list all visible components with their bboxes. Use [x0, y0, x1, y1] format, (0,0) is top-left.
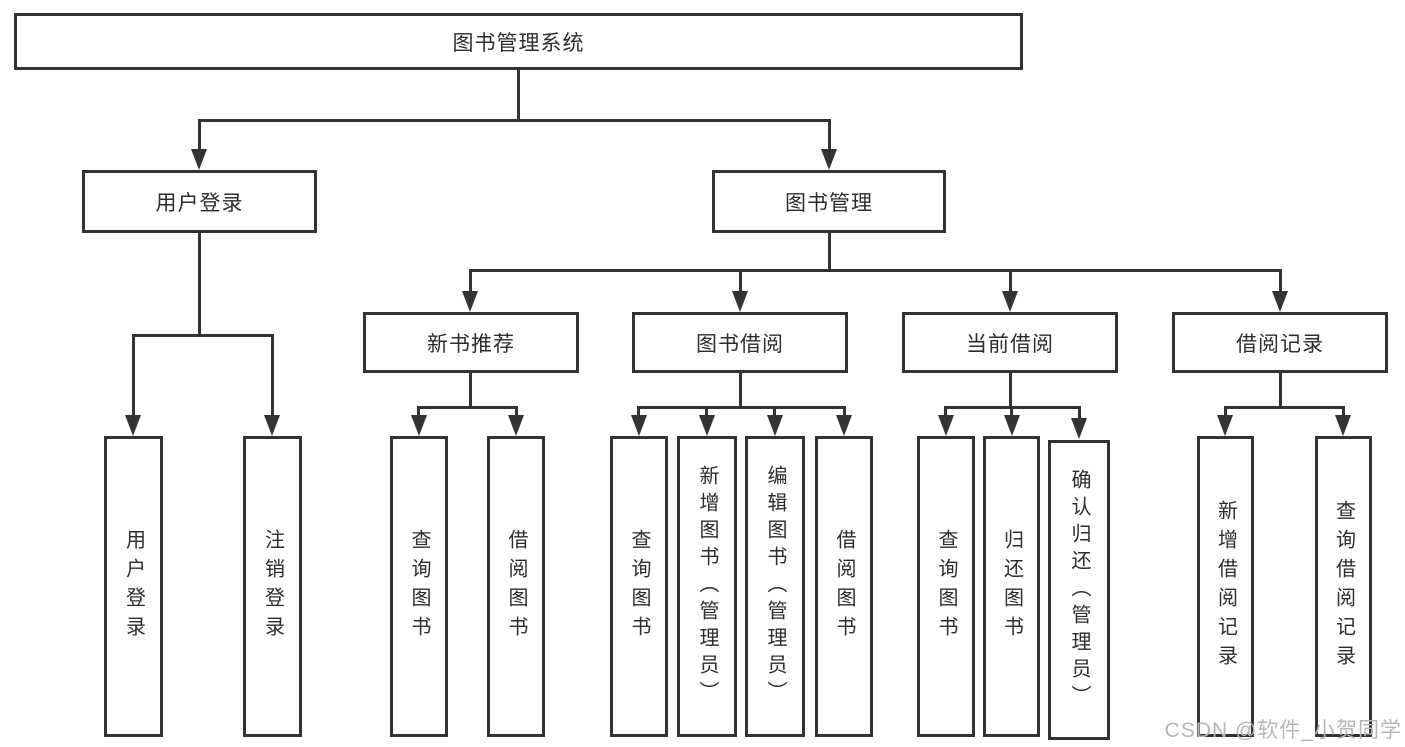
node-label: 用户登录 [155, 191, 244, 215]
leaf-label: 归还图书 [1000, 528, 1023, 645]
leaf-label: 新增图书（管理员） [696, 465, 718, 708]
arrow-down-icon [508, 415, 524, 436]
node-label: 新书推荐 [427, 332, 515, 356]
leaf-label: 借阅图书 [505, 528, 527, 645]
node-user-login: 用户登录 [82, 170, 317, 233]
leaf-logout: 注销登录 [243, 436, 302, 737]
leaf-confirm-return-admin: 确认归还（管理员） [1048, 440, 1110, 740]
connector-line [417, 406, 518, 409]
connector-line [1009, 373, 1012, 409]
node-current-borrowing: 当前借阅 [902, 312, 1118, 373]
connector-line [132, 334, 273, 337]
leaf-return-book: 归还图书 [983, 436, 1040, 737]
arrow-down-icon [631, 415, 647, 436]
arrow-down-icon [264, 415, 280, 436]
connector-line [828, 119, 831, 152]
connector-line [637, 406, 846, 409]
arrow-down-icon [699, 415, 715, 436]
arrow-down-icon [462, 291, 478, 312]
arrow-down-icon [1004, 415, 1020, 436]
connector-line [705, 406, 708, 418]
node-book-management: 图书管理 [712, 170, 946, 233]
connector-line [1224, 406, 1344, 409]
leaf-edit-book-admin: 编辑图书（管理员） [745, 436, 805, 737]
leaf-label: 编辑图书（管理员） [764, 465, 786, 708]
leaf-label: 查询图书 [935, 528, 957, 645]
connector-line [469, 269, 1282, 272]
connector-line [515, 406, 518, 418]
leaf-label: 确认归还（管理员） [1068, 468, 1090, 712]
node-label: 图书管理系统 [452, 31, 585, 55]
leaf-label: 注销登录 [261, 528, 284, 645]
connector-line [198, 119, 201, 152]
connector-line [1010, 406, 1013, 418]
leaf-query-books-borrow: 查询图书 [610, 436, 668, 737]
leaf-query-borrow-record: 查询借阅记录 [1315, 436, 1372, 737]
node-label: 当前借阅 [966, 332, 1054, 356]
arrow-down-icon [836, 415, 852, 436]
connector-line [773, 406, 776, 418]
leaf-add-borrow-record: 新增借阅记录 [1197, 436, 1254, 737]
node-library-management-system: 图书管理系统 [14, 13, 1023, 70]
node-borrowing-records: 借阅记录 [1172, 312, 1388, 373]
leaf-user-login: 用户登录 [104, 436, 163, 737]
arrow-down-icon [732, 291, 748, 312]
arrow-down-icon [1272, 291, 1288, 312]
node-new-book-recommendation: 新书推荐 [363, 312, 579, 373]
leaf-borrow-book: 借阅图书 [815, 436, 873, 737]
arrow-down-icon [938, 415, 954, 436]
arrow-down-icon [821, 149, 837, 170]
leaf-query-books-current: 查询图书 [917, 436, 975, 737]
connector-line [944, 406, 947, 418]
connector-line [271, 334, 274, 418]
node-label: 借阅记录 [1236, 332, 1324, 356]
connector-line [843, 406, 846, 418]
arrow-down-icon [125, 415, 141, 436]
arrow-down-icon [767, 415, 783, 436]
connector-line [469, 373, 472, 409]
leaf-label: 借阅图书 [833, 528, 855, 645]
node-label: 图书管理 [785, 191, 873, 215]
connector-line [1224, 406, 1227, 418]
connector-line [1279, 373, 1282, 409]
arrow-down-icon [1335, 415, 1351, 436]
leaf-add-book-admin: 新增图书（管理员） [677, 436, 737, 737]
leaf-label: 新增借阅记录 [1214, 499, 1237, 674]
connector-line [637, 406, 640, 418]
connector-line [198, 233, 201, 335]
node-book-borrowing: 图书借阅 [632, 312, 848, 373]
arrow-down-icon [411, 415, 427, 436]
leaf-label: 用户登录 [122, 528, 145, 645]
arrow-down-icon [1002, 291, 1018, 312]
connector-line [1342, 406, 1345, 418]
connector-line [198, 119, 830, 122]
connector-line [739, 269, 742, 294]
leaf-label: 查询借阅记录 [1332, 499, 1355, 674]
connector-line [132, 334, 135, 418]
connector-line [417, 406, 420, 418]
connector-line [469, 269, 472, 294]
leaf-label: 查询图书 [408, 528, 430, 645]
connector-line [828, 233, 831, 271]
arrow-down-icon [191, 149, 207, 170]
connector-line [1279, 269, 1282, 294]
connector-line [739, 373, 742, 409]
arrow-down-icon [1217, 415, 1233, 436]
csdn-watermark: CSDN @软件_小贺同学 [1164, 719, 1402, 742]
leaf-query-books-recommend: 查询图书 [390, 436, 448, 737]
connector-line [1009, 269, 1012, 294]
node-label: 图书借阅 [696, 332, 784, 356]
connector-line [517, 70, 520, 120]
leaf-label: 查询图书 [628, 528, 650, 645]
leaf-borrow-books-recommend: 借阅图书 [487, 436, 545, 737]
connector-line [1078, 406, 1081, 418]
arrow-down-icon [1071, 418, 1087, 439]
